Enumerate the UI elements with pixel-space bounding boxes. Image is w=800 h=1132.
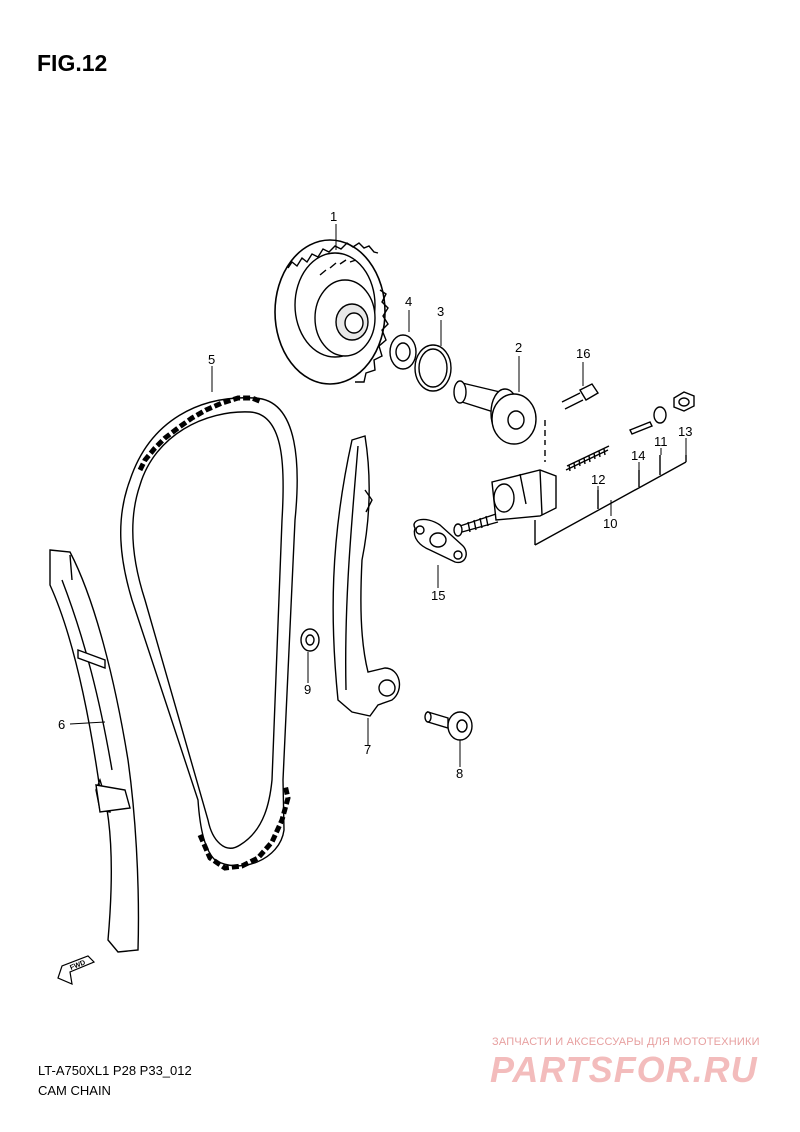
- part-15-gasket-plate[interactable]: [413, 518, 467, 564]
- part-16-bolt[interactable]: [561, 383, 599, 410]
- part-13-cap-bolt[interactable]: [673, 391, 695, 412]
- fwd-label: FWD: [69, 959, 86, 971]
- part-7-tensioner-adjuster[interactable]: [332, 435, 401, 717]
- part-9-washer[interactable]: [300, 628, 320, 652]
- part-14-pin[interactable]: [629, 421, 653, 435]
- callout-16[interactable]: 16: [576, 346, 590, 361]
- part-3-o-ring[interactable]: [414, 344, 452, 392]
- part-10-tensioner-body[interactable]: [453, 420, 557, 537]
- leader-lines: [69, 224, 687, 767]
- callout-numbers: 1 2 3 4 5 6 7 8 9 10 11 12 13 14 15 16: [58, 209, 692, 781]
- watermark-logo: PARTSFOR.RU: [490, 1049, 758, 1090]
- callout-10[interactable]: 10: [603, 516, 617, 531]
- part-2-idler-shaft[interactable]: [453, 380, 537, 445]
- watermark-tagline: ЗАПЧАСТИ И АКСЕССУАРЫ ДЛЯ МОТОТЕХНИКИ: [492, 1036, 760, 1048]
- callout-2[interactable]: 2: [515, 340, 522, 355]
- part-8-pivot-bolt[interactable]: [424, 711, 473, 741]
- part-11-gasket[interactable]: [653, 406, 667, 424]
- diagram-code: LT-A750XL1 P28 P33_012: [38, 1063, 192, 1078]
- callout-6[interactable]: 6: [58, 717, 65, 732]
- callout-7[interactable]: 7: [364, 742, 371, 757]
- callout-1[interactable]: 1: [330, 209, 337, 224]
- part-4-washer[interactable]: [389, 334, 417, 370]
- callout-15[interactable]: 15: [431, 588, 445, 603]
- callout-11[interactable]: 11: [654, 434, 668, 449]
- callout-5[interactable]: 5: [208, 352, 215, 367]
- part-5-cam-chain[interactable]: [120, 395, 298, 871]
- callout-9[interactable]: 9: [304, 682, 311, 697]
- fwd-arrow-icon: FWD: [57, 955, 96, 985]
- callout-3[interactable]: 3: [437, 304, 444, 319]
- callout-4[interactable]: 4: [405, 294, 412, 309]
- part-6-chain-guide[interactable]: [49, 549, 140, 953]
- callout-13[interactable]: 13: [678, 424, 692, 439]
- diagram-name: CAM CHAIN: [38, 1083, 111, 1098]
- callout-8[interactable]: 8: [456, 766, 463, 781]
- part-12-spring[interactable]: [565, 445, 610, 472]
- callout-14[interactable]: 14: [631, 448, 645, 463]
- figure-title: FIG.12: [37, 50, 108, 76]
- callout-12[interactable]: 12: [591, 472, 605, 487]
- part-1-cam-sprocket[interactable]: [274, 239, 389, 385]
